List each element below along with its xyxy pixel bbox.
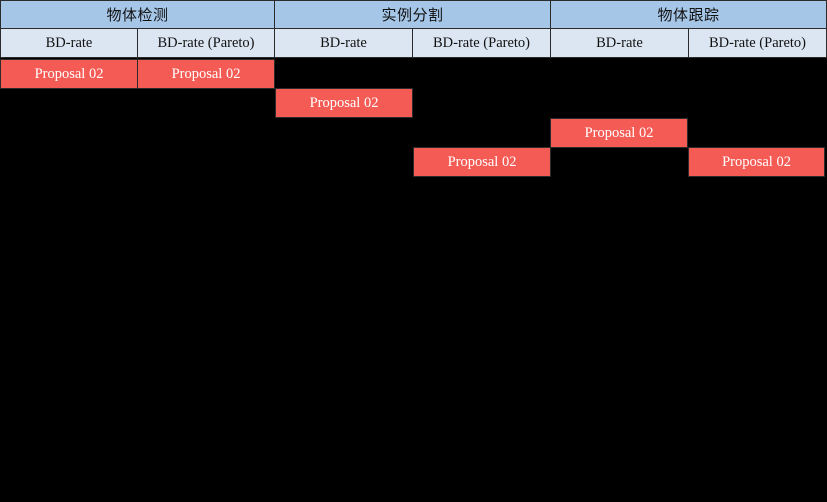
sub-header-cell: BD-rate	[0, 29, 137, 58]
bar-segment: Proposal 02	[550, 118, 688, 148]
bar-segment: Proposal 02	[413, 147, 551, 177]
bar-segment: Proposal 02	[137, 59, 275, 89]
bar-segment: Proposal 02	[275, 88, 413, 118]
table-header: 物体检测 实例分割 物体跟踪 BD-rate BD-rate (Pareto) …	[0, 0, 827, 58]
bar-segment: Proposal 02	[0, 59, 138, 89]
group-header-cell: 物体跟踪	[550, 0, 827, 29]
sub-header-cell: BD-rate (Pareto)	[137, 29, 274, 58]
group-header-cell: 物体检测	[0, 0, 274, 29]
sub-header-row: BD-rate BD-rate (Pareto) BD-rate BD-rate…	[0, 29, 827, 58]
sub-header-cell: BD-rate (Pareto)	[688, 29, 827, 58]
sub-header-cell: BD-rate (Pareto)	[412, 29, 550, 58]
sub-header-cell: BD-rate	[274, 29, 412, 58]
plot-area: Proposal 02 Proposal 02 Proposal 02 Prop…	[0, 58, 827, 502]
sub-header-cell: BD-rate	[550, 29, 688, 58]
group-header-cell: 实例分割	[274, 0, 550, 29]
group-header-row: 物体检测 实例分割 物体跟踪	[0, 0, 827, 29]
bar-segment: Proposal 02	[688, 147, 825, 177]
